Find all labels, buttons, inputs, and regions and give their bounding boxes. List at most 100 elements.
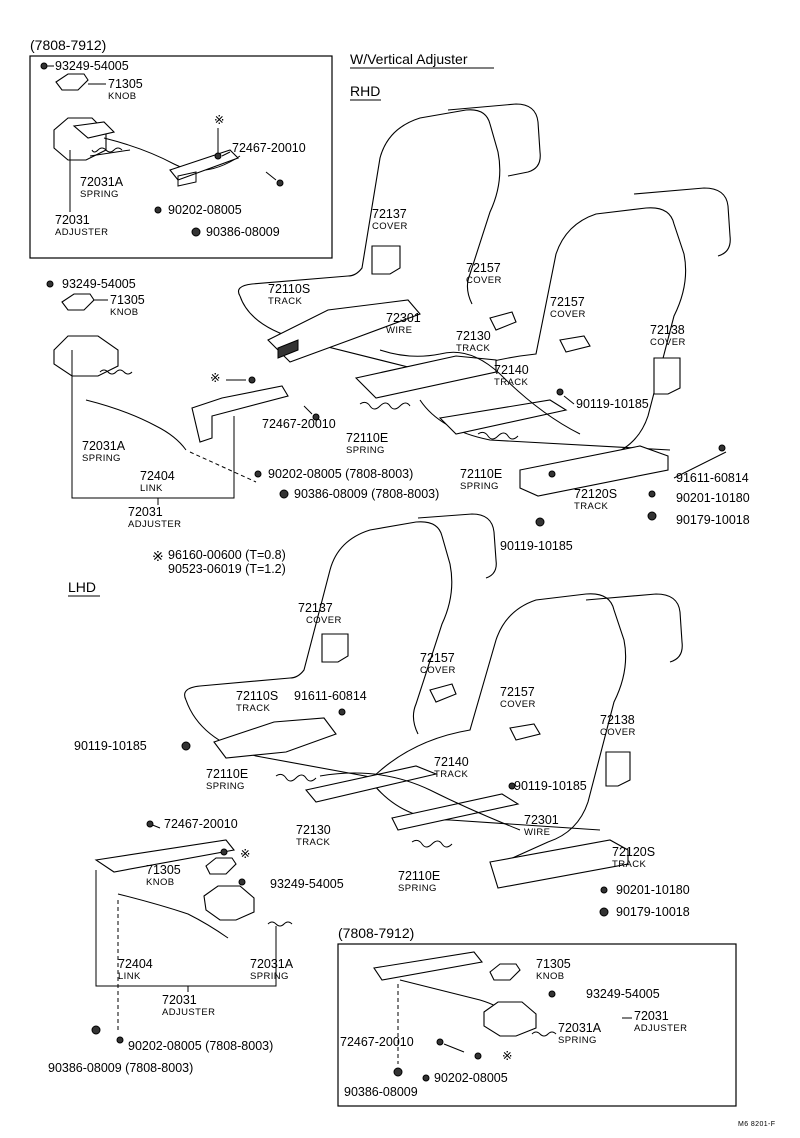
svg-text:TRACK: TRACK xyxy=(296,837,330,848)
part-90201-10180: 90201-10180 xyxy=(616,883,690,897)
part-90202-08005: 90202-08005 (7808-8003) xyxy=(268,467,413,481)
note-symbol: ※ xyxy=(152,548,164,564)
svg-text:KNOB: KNOB xyxy=(146,877,175,888)
part-72467-20010: 72467-20010 xyxy=(164,817,238,831)
bottom-inset-range: (7808-7912) xyxy=(338,925,414,941)
part-90386-08009: 90386-08009 xyxy=(206,225,280,239)
svg-text:※: ※ xyxy=(214,113,224,127)
lhd-mechanism-drawing xyxy=(181,633,631,917)
svg-text:LINK: LINK xyxy=(118,971,141,982)
note-line-1: 96160-00600 (T=0.8) xyxy=(168,548,286,562)
footer-code: M6 8201-F xyxy=(738,1121,775,1128)
svg-text:SPRING: SPRING xyxy=(346,445,385,456)
part-90179-10018: 90179-10018 xyxy=(616,905,690,919)
part-72110S: 72110S xyxy=(236,689,278,703)
svg-text:TRACK: TRACK xyxy=(456,343,490,354)
svg-text:SPRING: SPRING xyxy=(398,883,437,894)
svg-text:KNOB: KNOB xyxy=(536,971,565,982)
rhd-mechanism-drawing xyxy=(267,245,726,527)
part-72157: 72157 xyxy=(500,685,535,699)
part-72031A: 72031A xyxy=(250,957,294,971)
svg-text:ADJUSTER: ADJUSTER xyxy=(634,1023,687,1034)
svg-text:COVER: COVER xyxy=(650,337,686,348)
part-72467-20010: 72467-20010 xyxy=(262,417,336,431)
part-90386-08009: 90386-08009 xyxy=(344,1085,418,1099)
part-90202-08005: 90202-08005 xyxy=(434,1071,508,1085)
svg-text:COVER: COVER xyxy=(500,699,536,710)
rhd-heading: RHD xyxy=(350,83,380,99)
part-72110E: 72110E xyxy=(460,467,502,481)
svg-text:TRACK: TRACK xyxy=(434,769,468,780)
top-inset-box xyxy=(29,55,333,259)
svg-text:KNOB: KNOB xyxy=(110,307,139,318)
part-71305: 71305 xyxy=(108,77,143,91)
svg-text:SPRING: SPRING xyxy=(250,971,289,982)
part-90201-10180: 90201-10180 xyxy=(676,491,750,505)
part-91611-60814: 91611-60814 xyxy=(294,689,367,703)
svg-text:WIRE: WIRE xyxy=(386,325,412,336)
part-72138: 72138 xyxy=(650,323,685,337)
inset-bottom-adjuster-drawing: ※ xyxy=(373,951,557,1082)
svg-text:TRACK: TRACK xyxy=(612,859,646,870)
svg-text:COVER: COVER xyxy=(600,727,636,738)
svg-text:TRACK: TRACK xyxy=(574,501,608,512)
part-72157: 72157 xyxy=(550,295,585,309)
part-72110E: 72110E xyxy=(398,869,440,883)
lhd-heading: LHD xyxy=(68,579,96,595)
part-72467-20010: 72467-20010 xyxy=(340,1035,414,1049)
svg-text:COVER: COVER xyxy=(372,221,408,232)
svg-text:SPRING: SPRING xyxy=(460,481,499,492)
part-71305: 71305 xyxy=(536,957,571,971)
svg-text:WIRE: WIRE xyxy=(524,827,550,838)
part-72120S: 72120S xyxy=(574,487,617,501)
part-72031: 72031 xyxy=(55,213,90,227)
top-inset-range: (7808-7912) xyxy=(30,37,106,53)
part-72031A: 72031A xyxy=(82,439,126,453)
rhd-adjuster-drawing: ※ xyxy=(46,280,320,499)
part-72157: 72157 xyxy=(466,261,501,275)
part-72031: 72031 xyxy=(162,993,197,1007)
part-72404: 72404 xyxy=(118,957,153,971)
part-90119-10185: 90119-10185 xyxy=(576,397,649,411)
part-90386-08009: 90386-08009 (7808-8003) xyxy=(48,1061,193,1075)
svg-text:SPRING: SPRING xyxy=(558,1035,597,1046)
variant-heading: W/Vertical Adjuster xyxy=(350,51,468,67)
svg-text:ADJUSTER: ADJUSTER xyxy=(162,1007,215,1018)
part-72467-20010: 72467-20010 xyxy=(232,141,306,155)
part-72137: 72137 xyxy=(372,207,407,221)
svg-text:KNOB: KNOB xyxy=(108,91,137,102)
part-72157: 72157 xyxy=(420,651,455,665)
svg-text:SPRING: SPRING xyxy=(206,781,245,792)
part-72031: 72031 xyxy=(128,505,163,519)
lhd-seat-right-outline xyxy=(369,593,683,861)
svg-text:ADJUSTER: ADJUSTER xyxy=(128,519,181,530)
svg-text:※: ※ xyxy=(210,371,220,385)
svg-text:※: ※ xyxy=(240,847,250,861)
part-71305: 71305 xyxy=(110,293,145,307)
bottom-inset-box xyxy=(337,943,737,1107)
part-72031A: 72031A xyxy=(558,1021,602,1035)
svg-text:COVER: COVER xyxy=(466,275,502,286)
part-72031A: 72031A xyxy=(80,175,124,189)
part-72110E: 72110E xyxy=(346,431,388,445)
part-72301: 72301 xyxy=(524,813,559,827)
svg-text:ADJUSTER: ADJUSTER xyxy=(55,227,108,238)
part-72301: 72301 xyxy=(386,311,421,325)
part-90119-10185: 90119-10185 xyxy=(500,539,573,553)
part-93249-54005: 93249-54005 xyxy=(62,277,136,291)
part-72138: 72138 xyxy=(600,713,635,727)
part-93249-54005: 93249-54005 xyxy=(586,987,660,1001)
part-72130: 72130 xyxy=(296,823,331,837)
part-90119-10185: 90119-10185 xyxy=(514,779,587,793)
svg-text:TRACK: TRACK xyxy=(494,377,528,388)
part-72031: 72031 xyxy=(634,1009,669,1023)
lhd-adjuster-drawing: ※ xyxy=(91,820,293,1044)
part-72140: 72140 xyxy=(494,363,529,377)
part-90202-08005: 90202-08005 (7808-8003) xyxy=(128,1039,273,1053)
svg-text:TRACK: TRACK xyxy=(268,296,302,307)
part-93249-54005: 93249-54005 xyxy=(270,877,344,891)
svg-text:COVER: COVER xyxy=(306,615,342,626)
part-72130: 72130 xyxy=(456,329,491,343)
part-72110S: 72110S xyxy=(268,282,310,296)
